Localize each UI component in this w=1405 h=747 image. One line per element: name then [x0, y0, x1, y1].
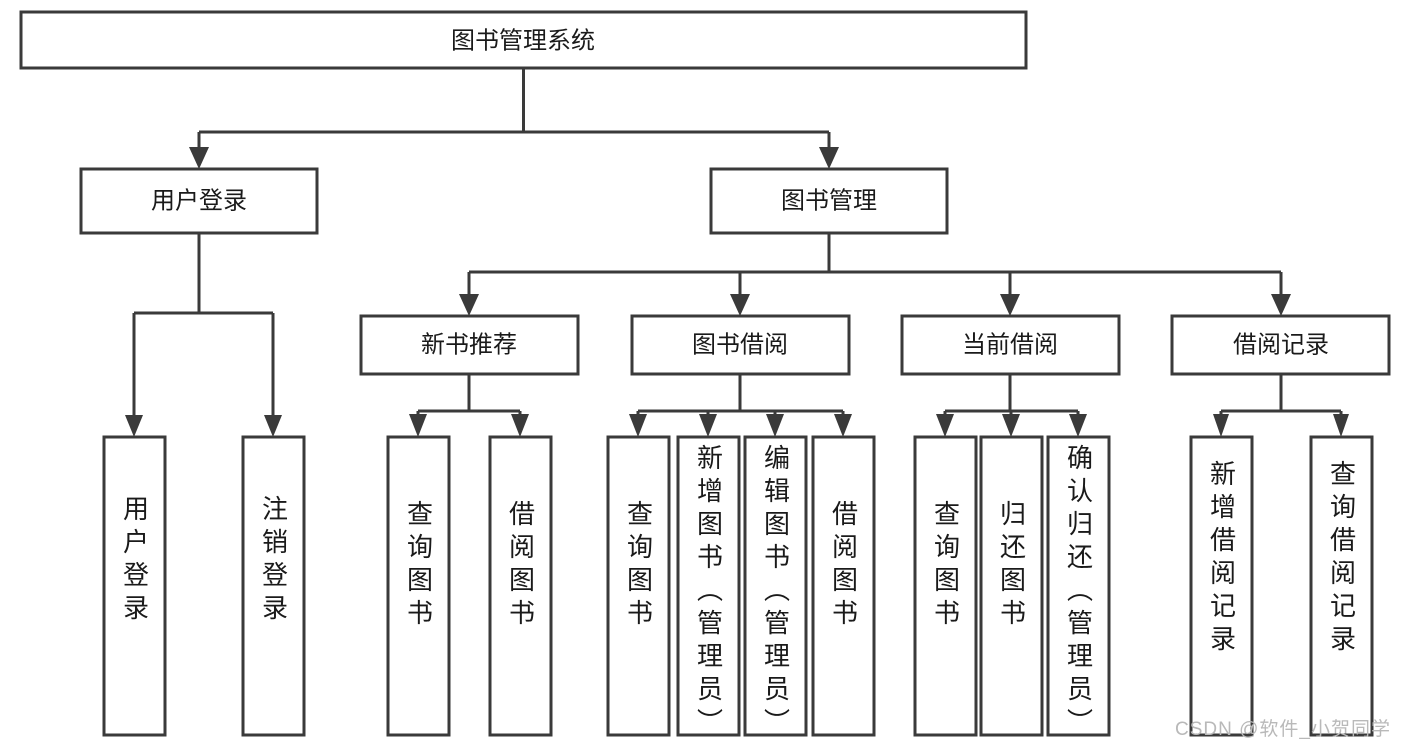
node-box[interactable] [359, 314, 580, 376]
arrowheads [125, 147, 1349, 437]
arrowhead-to-leaf-edit-book [766, 414, 784, 437]
node-borrow-record[interactable]: 借阅记录 [1170, 314, 1391, 376]
arrowhead-to-user-login [189, 147, 209, 169]
node-leaf-confirm-return[interactable] [1046, 435, 1111, 737]
node-leaf-return-book[interactable] [979, 435, 1044, 737]
arrowhead-to-recommend [459, 294, 479, 316]
node-box[interactable] [709, 167, 949, 235]
node-label-user-login: 用户登录 [151, 187, 247, 214]
arrowhead-to-leaf-query-record [1333, 414, 1349, 437]
arrowhead-to-leaf-query-book-1 [409, 414, 427, 437]
node-leaf-borrow-book-2[interactable] [811, 435, 876, 737]
node-box[interactable] [900, 314, 1121, 376]
node-leaf-query-book-2[interactable] [606, 435, 671, 737]
node-leaf-edit-book[interactable] [743, 435, 808, 737]
arrowhead-to-leaf-query-book-2 [629, 414, 647, 437]
arrowhead-to-record [1271, 294, 1291, 316]
arrowhead-to-current [1000, 294, 1020, 316]
node-label-title: 图书管理系统 [451, 27, 595, 54]
arrowhead-to-leaf-user-logout [264, 415, 282, 437]
node-label-borrow-record: 借阅记录 [1233, 331, 1329, 358]
arrowhead-to-book-manage [819, 147, 839, 169]
node-leaf-borrow-book-1[interactable] [488, 435, 553, 737]
node-current-borrow[interactable]: 当前借阅 [900, 314, 1121, 376]
arrowhead-to-leaf-user-login [125, 415, 143, 437]
node-box[interactable] [79, 167, 319, 235]
node-label-current-borrow: 当前借阅 [962, 331, 1058, 358]
node-box[interactable] [630, 314, 851, 376]
arrowhead-to-leaf-add-book [699, 414, 717, 437]
node-book-manage[interactable]: 图书管理 [709, 167, 949, 235]
arrowhead-to-leaf-query-book-3 [936, 414, 954, 437]
arrowhead-to-borrow [730, 294, 750, 316]
arrowhead-to-leaf-add-record [1213, 414, 1229, 437]
node-leaf-query-book-1[interactable] [386, 435, 451, 737]
node-leaf-query-book-3[interactable] [913, 435, 978, 737]
node-book-borrow[interactable]: 图书借阅 [630, 314, 851, 376]
node-new-book-recommend[interactable]: 新书推荐 [359, 314, 580, 376]
arrowhead-to-leaf-confirm-return [1069, 414, 1087, 437]
node-label-book-borrow: 图书借阅 [692, 331, 788, 358]
node-leaf-user-logout[interactable] [241, 435, 306, 737]
node-box[interactable] [19, 10, 1028, 70]
node-user-login[interactable]: 用户登录 [79, 167, 319, 235]
arrowhead-to-leaf-return-book [1002, 414, 1020, 437]
node-leaf-add-book[interactable] [676, 435, 741, 737]
node-box[interactable] [1170, 314, 1391, 376]
arrowhead-to-leaf-borrow-book-2 [834, 414, 852, 437]
node-leaf-user-login[interactable] [102, 435, 167, 737]
node-leaf-query-record[interactable] [1309, 435, 1374, 737]
nodes: 图书管理系统 用户登录 图书管理 新书推荐 图书借阅 [19, 10, 1391, 737]
csdn-watermark: CSDN @软件_小贺同学 [1175, 719, 1391, 740]
arrowhead-to-leaf-borrow-book-1 [511, 414, 529, 437]
node-label-new-book-recommend: 新书推荐 [421, 331, 517, 358]
node-book-management-system[interactable]: 图书管理系统 [19, 10, 1028, 70]
node-leaf-add-record[interactable] [1189, 435, 1254, 737]
node-label-book-manage: 图书管理 [781, 187, 877, 214]
